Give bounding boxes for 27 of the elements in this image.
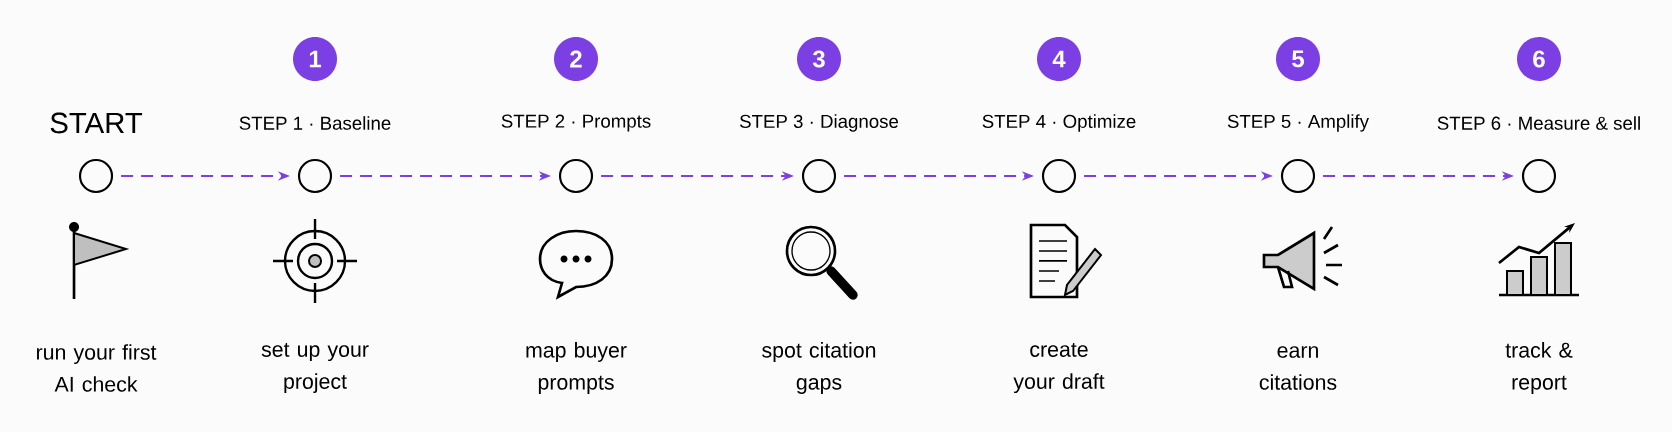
timeline-circle	[558, 158, 594, 194]
timeline-circle	[297, 158, 333, 194]
timeline-circle	[801, 158, 837, 194]
step-heading: STEP 2 · Prompts	[501, 114, 651, 132]
step-description: create your draft	[1013, 342, 1105, 394]
step-heading: STEP 3 · Diagnose	[740, 114, 899, 132]
step-heading: START	[50, 112, 143, 134]
step-number-badge: 1	[293, 37, 337, 81]
step-number-badge: 4	[1037, 37, 1081, 81]
step-heading: STEP 6 · Measure & sell	[1437, 116, 1640, 130]
timeline-circle	[1041, 158, 1077, 194]
timeline-circle	[1280, 158, 1316, 194]
step-description: run your first AI check	[37, 344, 157, 392]
step-heading: STEP 4 · Optimize	[982, 114, 1136, 132]
timeline-circle	[78, 158, 114, 194]
step-heading: STEP 5 · Amplify	[1227, 114, 1369, 132]
step-description: track & report	[1505, 342, 1573, 394]
step-number-badge: 6	[1517, 37, 1561, 81]
step-description: map buyer prompts	[526, 342, 627, 394]
timeline-circle	[1521, 158, 1557, 194]
step-number-badge: 2	[554, 37, 598, 81]
step-description: spot citation gaps	[762, 342, 876, 394]
step-number-badge: 5	[1276, 37, 1320, 81]
step-number-badge: 3	[797, 37, 841, 81]
step-heading: STEP 1 · Baseline	[239, 116, 391, 130]
step-description: set up your project	[261, 342, 369, 394]
step-description: earn citations	[1259, 346, 1337, 390]
